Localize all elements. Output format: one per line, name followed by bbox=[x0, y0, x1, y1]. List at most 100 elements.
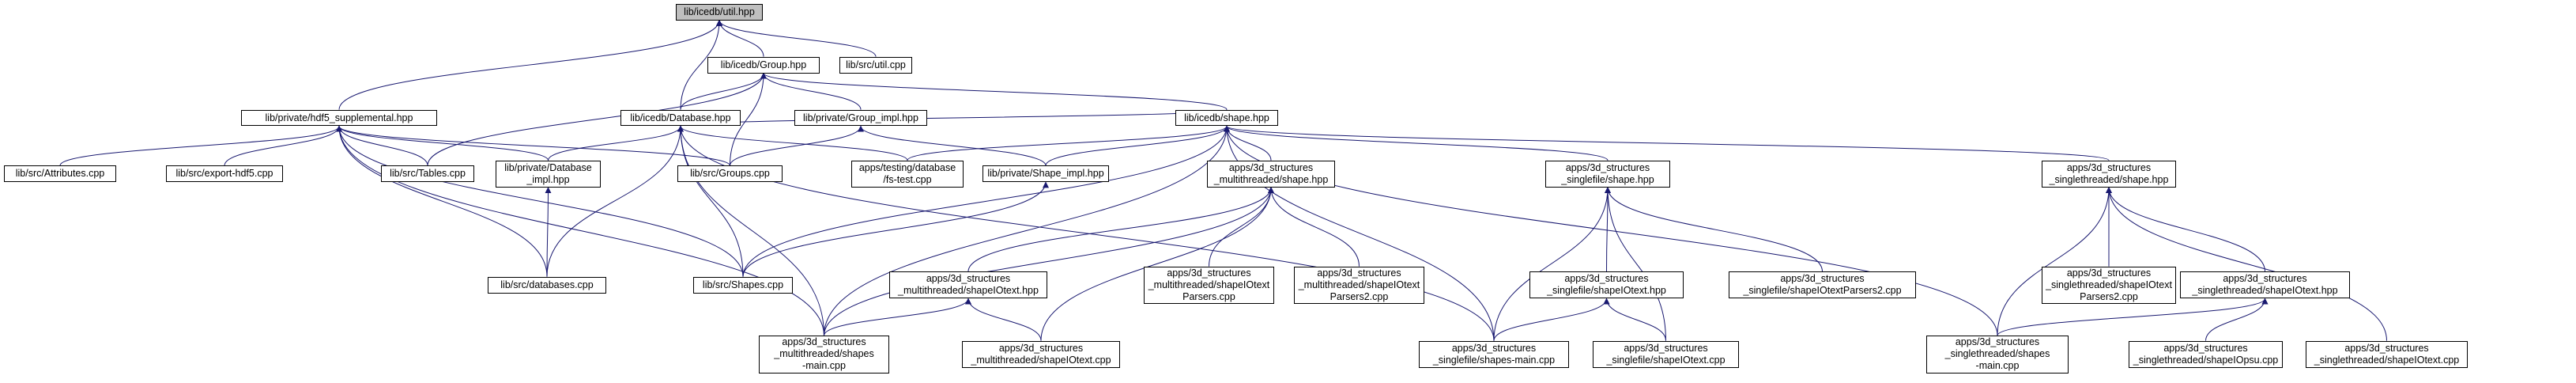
edge-sf-shapeiotext-cpp-to-sf-shape-hpp bbox=[1605, 187, 1666, 341]
node-label: lib/private/hdf5_supplemental.hpp bbox=[265, 112, 413, 123]
node-mt-shapeiotext-cpp[interactable]: apps/3d_structures _multithreaded/shapeI… bbox=[962, 340, 1120, 368]
edge-shapes-cpp-to-shape-hpp bbox=[742, 125, 1230, 277]
edge-st-shapeiotext-hpp-to-st-shape-hpp bbox=[2106, 187, 2265, 272]
edge-shape-impl-hpp-to-shape-hpp bbox=[1045, 125, 1230, 166]
edge-shapes-cpp-to-shape-impl-hpp bbox=[742, 181, 1049, 277]
node-st-shape-hpp[interactable]: apps/3d_structures _singlethreaded/shape… bbox=[2042, 160, 2176, 188]
node-st-shapeiotext-cpp[interactable]: apps/3d_structures _singlethreaded/shape… bbox=[2306, 340, 2468, 368]
node-group-hpp[interactable]: lib/icedb/Group.hpp bbox=[707, 56, 820, 74]
node-label: apps/3d_structures _singlethreaded/shape… bbox=[2192, 273, 2338, 297]
edge-shapes-cpp-to-database-hpp bbox=[677, 125, 744, 277]
edge-tables-cpp-to-hdf5-supp-hpp bbox=[336, 125, 428, 166]
node-mt-parsers2-cpp[interactable]: apps/3d_structures _multithreaded/shapeI… bbox=[1294, 266, 1424, 305]
edge-attributes-cpp-to-hdf5-supp-hpp bbox=[59, 125, 342, 166]
node-label: lib/icedb/Database.hpp bbox=[630, 112, 731, 123]
node-label: lib/private/Group_impl.hpp bbox=[803, 112, 918, 123]
edge-mt-main-cpp-to-shape-hpp bbox=[824, 125, 1230, 336]
node-label: apps/3d_structures _singlethreaded/shape… bbox=[2046, 267, 2172, 302]
node-label: lib/src/Shapes.cpp bbox=[702, 279, 784, 290]
edge-fs-test-cpp-to-shape-hpp bbox=[907, 125, 1230, 161]
node-databases-cpp[interactable]: lib/src/databases.cpp bbox=[488, 276, 606, 294]
edge-sf-shape-hpp-to-shape-hpp bbox=[1224, 125, 1609, 161]
node-sf-shape-hpp[interactable]: apps/3d_structures _singlefile/shape.hpp bbox=[1545, 160, 1670, 188]
node-label: apps/3d_structures _multithreaded/shapeI… bbox=[971, 342, 1111, 366]
edge-sf-main-cpp-to-database-hpp bbox=[677, 125, 1495, 341]
node-label: lib/icedb/shape.hpp bbox=[1184, 112, 1269, 123]
node-shape-impl-hpp[interactable]: lib/private/Shape_impl.hpp bbox=[983, 165, 1109, 183]
node-sf-shapeiotext-hpp[interactable]: apps/3d_structures _singlefile/shapeIOte… bbox=[1529, 271, 1684, 299]
edge-sf-shapeiotext-cpp-to-sf-shapeiotext-hpp bbox=[1603, 298, 1666, 341]
node-st-main-cpp[interactable]: apps/3d_structures _singlethreaded/shape… bbox=[1926, 336, 2069, 374]
edge-st-main-cpp-to-st-shape-hpp bbox=[1997, 187, 2112, 336]
edge-mt-parsers2-cpp-to-mt-shape-hpp bbox=[1268, 187, 1360, 267]
edge-st-shapeiotext-cpp-to-st-shape-hpp bbox=[2106, 187, 2387, 341]
node-label: apps/3d_structures _singlefile/shapes-ma… bbox=[1432, 342, 1556, 366]
node-groups-cpp[interactable]: lib/src/Groups.cpp bbox=[677, 165, 783, 183]
node-src-util-cpp[interactable]: lib/src/util.cpp bbox=[839, 56, 912, 74]
edge-groups-cpp-to-group-hpp bbox=[730, 72, 767, 166]
node-database-hpp[interactable]: lib/icedb/Database.hpp bbox=[620, 109, 741, 127]
node-label: apps/3d_structures _singlethreaded/shape… bbox=[2314, 342, 2460, 366]
node-group-impl-hpp[interactable]: lib/private/Group_impl.hpp bbox=[794, 109, 927, 127]
node-mt-shape-hpp[interactable]: apps/3d_structures _multithreaded/shape.… bbox=[1207, 160, 1335, 188]
node-util-hpp: lib/icedb/util.hpp bbox=[676, 3, 763, 21]
node-hdf5-supp-hpp[interactable]: lib/private/hdf5_supplemental.hpp bbox=[241, 109, 437, 127]
node-tables-cpp[interactable]: lib/src/Tables.cpp bbox=[381, 165, 474, 183]
edge-hdf5-supp-hpp-to-util-hpp bbox=[338, 19, 722, 110]
edge-databases-cpp-to-database-impl-hpp bbox=[545, 187, 552, 277]
node-database-impl-hpp[interactable]: lib/private/Database _impl.hpp bbox=[496, 160, 601, 188]
node-mt-main-cpp[interactable]: apps/3d_structures _multithreaded/shapes… bbox=[759, 336, 889, 374]
edge-shape-hpp-to-database-hpp bbox=[677, 109, 1228, 127]
node-label: apps/3d_structures _multithreaded/shapeI… bbox=[1298, 267, 1420, 302]
node-label: lib/icedb/util.hpp bbox=[684, 6, 755, 17]
edge-sf-main-cpp-to-shape-hpp bbox=[1224, 125, 1495, 341]
node-mt-shapeiotext-hpp[interactable]: apps/3d_structures _multithreaded/shapeI… bbox=[889, 271, 1047, 299]
node-shapes-cpp[interactable]: lib/src/Shapes.cpp bbox=[693, 276, 793, 294]
node-label: lib/src/Groups.cpp bbox=[690, 168, 770, 180]
edge-st-main-cpp-to-st-shapeiotext-hpp bbox=[1997, 298, 2269, 336]
node-fs-test-cpp[interactable]: apps/testing/database /fs-test.cpp bbox=[851, 160, 964, 188]
edge-mt-shapeiotext-cpp-to-mt-shape-hpp bbox=[1040, 187, 1274, 341]
node-label: apps/testing/database /fs-test.cpp bbox=[858, 161, 956, 185]
node-label: lib/src/Attributes.cpp bbox=[15, 168, 105, 180]
node-label: apps/3d_structures _singlethreaded/shape… bbox=[2133, 342, 2279, 366]
edge-shapes-cpp-to-hdf5-supp-hpp bbox=[336, 125, 744, 277]
edge-src-util-cpp-to-util-hpp bbox=[716, 19, 877, 57]
edge-databases-cpp-to-database-hpp bbox=[546, 125, 684, 277]
node-mt-parsers-cpp[interactable]: apps/3d_structures _multithreaded/shapeI… bbox=[1144, 266, 1274, 305]
node-label: lib/private/Database _impl.hpp bbox=[504, 161, 592, 185]
edge-sf-shapeiotext-hpp-to-sf-shape-hpp bbox=[1604, 187, 1611, 272]
node-attributes-cpp[interactable]: lib/src/Attributes.cpp bbox=[4, 165, 116, 183]
node-label: lib/src/Tables.cpp bbox=[390, 168, 466, 180]
node-export-hdf5-cpp[interactable]: lib/src/export-hdf5.cpp bbox=[166, 165, 283, 183]
node-label: apps/3d_structures _singlefile/shape.hpp bbox=[1561, 161, 1654, 185]
node-label: apps/3d_structures _singlethreaded/shape… bbox=[2049, 161, 2169, 185]
edge-groups-cpp-to-group-impl-hpp bbox=[730, 125, 864, 166]
edge-mt-main-cpp-to-database-hpp bbox=[677, 125, 824, 336]
node-sf-shapeiotext-cpp[interactable]: apps/3d_structures _singlefile/shapeIOte… bbox=[1593, 340, 1739, 368]
edge-st-opsu-cpp-to-st-shapeiotext-hpp bbox=[2205, 298, 2269, 341]
node-st-opsu-cpp[interactable]: apps/3d_structures _singlethreaded/shape… bbox=[2129, 340, 2283, 368]
edge-mt-main-cpp-to-mt-shapeiotext-hpp bbox=[824, 298, 971, 336]
edge-database-impl-hpp-to-hdf5-supp-hpp bbox=[336, 125, 549, 161]
edge-database-hpp-to-util-hpp bbox=[680, 19, 722, 110]
node-st-parsers2-cpp[interactable]: apps/3d_structures _singlethreaded/shape… bbox=[2042, 266, 2176, 305]
edge-mt-shapeiotext-hpp-to-mt-shape-hpp bbox=[967, 187, 1274, 272]
node-label: apps/3d_structures _multithreaded/shape.… bbox=[1213, 161, 1329, 185]
edge-st-main-cpp-to-shape-hpp bbox=[1224, 125, 1998, 336]
edge-databases-cpp-to-hdf5-supp-hpp bbox=[336, 125, 548, 277]
edge-database-hpp-to-group-hpp bbox=[680, 72, 767, 110]
edge-sf-main-cpp-to-sf-shapeiotext-hpp bbox=[1493, 298, 1610, 341]
node-label: apps/3d_structures _singlethreaded/shape… bbox=[1944, 336, 2050, 372]
node-label: apps/3d_structures _multithreaded/shapeI… bbox=[1148, 267, 1270, 302]
node-shape-hpp[interactable]: lib/icedb/shape.hpp bbox=[1175, 109, 1278, 127]
edge-mt-shapeiotext-cpp-to-mt-shapeiotext-hpp bbox=[965, 298, 1042, 341]
node-label: apps/3d_structures _singlefile/shapeIOte… bbox=[1606, 342, 1726, 366]
node-sf-main-cpp[interactable]: apps/3d_structures _singlefile/shapes-ma… bbox=[1419, 340, 1569, 368]
edge-fs-test-cpp-to-database-hpp bbox=[677, 125, 908, 161]
node-sf-parsers2-cpp[interactable]: apps/3d_structures _singlefile/shapeIOte… bbox=[1729, 271, 1916, 299]
node-label: apps/3d_structures _multithreaded/shapes… bbox=[774, 336, 874, 372]
node-st-shapeiotext-hpp[interactable]: apps/3d_structures _singlethreaded/shape… bbox=[2180, 271, 2350, 299]
edge-tables-cpp-to-group-hpp bbox=[427, 72, 767, 166]
